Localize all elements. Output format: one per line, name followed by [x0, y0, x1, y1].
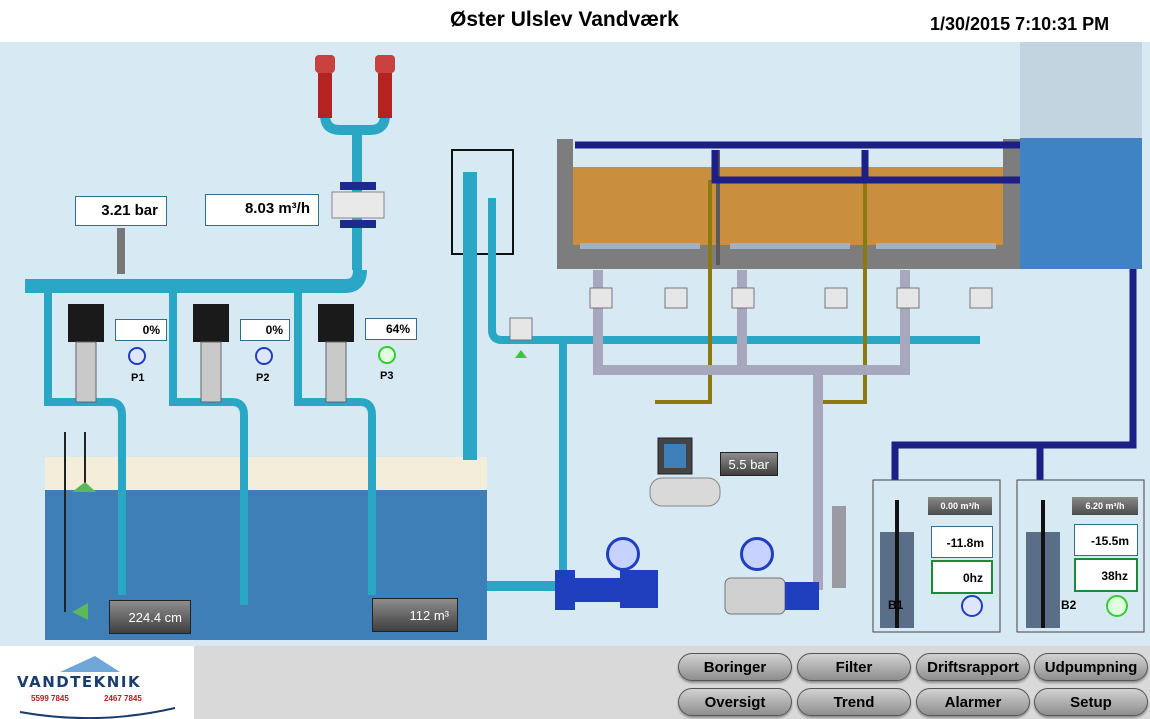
nav-udpumpning-button[interactable]: Udpumpning — [1034, 653, 1148, 681]
b1-flow: 0.00 m³/h — [928, 497, 992, 515]
nav-driftsrapport-button[interactable]: Driftsrapport — [916, 653, 1030, 681]
header-pipe — [25, 269, 367, 293]
outlet-pipes — [315, 55, 395, 270]
nav-oversigt-button[interactable]: Oversigt — [678, 688, 792, 716]
p1-label: P1 — [131, 372, 145, 384]
pump-bodies — [68, 304, 354, 403]
filtrate-collector — [593, 270, 910, 590]
pump-branches — [44, 292, 376, 605]
p3-speed: 64% — [365, 318, 417, 340]
flow-readout: 8.03 m³/h — [205, 194, 319, 226]
pressure-readout: 3.21 bar — [75, 196, 167, 226]
compressor-pressure: 5.5 bar — [720, 452, 778, 476]
b2-flow: 6.20 m³/h — [1072, 497, 1138, 515]
nav-boringer-button[interactable]: Boringer — [678, 653, 792, 681]
p1-status-icon[interactable] — [128, 347, 146, 365]
logo-phone-1: 5599 7845 — [31, 694, 69, 703]
b2-level: -15.5m — [1074, 524, 1138, 556]
process-graphics — [25, 42, 1145, 640]
b2-label: B2 — [1061, 598, 1077, 612]
b2-status-icon[interactable] — [1106, 595, 1128, 617]
p2-label: P2 — [256, 372, 270, 384]
b1-status-icon[interactable] — [961, 595, 983, 617]
tank-volume: 112 m³ — [372, 598, 458, 632]
plant-title: Øster Ulslev Vandværk — [450, 8, 679, 31]
transfer-pumps — [555, 570, 819, 615]
filter-tanks — [557, 139, 1020, 269]
level-switches — [64, 432, 96, 620]
process-diagram: 3.21 bar 8.03 m³/h 0% 0% 64% P1 P2 P3 5.… — [0, 42, 1150, 646]
p3-status-icon[interactable] — [378, 346, 396, 364]
pressure-transmitter — [117, 228, 125, 274]
nav-filter-button[interactable]: Filter — [797, 653, 911, 681]
p3-label: P3 — [380, 370, 394, 382]
logo-graphic — [19, 656, 176, 719]
nav-alarmer-button[interactable]: Alarmer — [916, 688, 1030, 716]
p2-status-icon[interactable] — [255, 347, 273, 365]
compressor — [649, 437, 721, 507]
b2-frequency: 38hz — [1074, 558, 1138, 592]
bottom-bar: VANDTEKNIK 5599 7845 2467 7845 Boringer … — [0, 646, 1150, 719]
flow-meter — [331, 182, 385, 228]
nav-setup-button[interactable]: Setup — [1034, 688, 1148, 716]
p1-speed: 0% — [115, 319, 167, 341]
logo-phone-2: 2467 7845 — [104, 694, 142, 703]
transfer-pump-icon[interactable] — [740, 537, 774, 571]
filter-valves — [509, 287, 993, 358]
b1-level: -11.8m — [931, 526, 993, 558]
p2-speed: 0% — [240, 319, 290, 341]
reservoir-top — [1020, 42, 1142, 138]
tank-air-space — [45, 457, 487, 490]
aeration-column — [451, 149, 980, 591]
logo-text: VANDTEKNIK — [17, 673, 142, 691]
nav-trend-button[interactable]: Trend — [797, 688, 911, 716]
b1-frequency: 0hz — [931, 560, 993, 594]
datetime: 1/30/2015 7:10:31 PM — [930, 14, 1110, 34]
title-bar: Øster Ulslev Vandværk 1/30/2015 7:10:31 … — [0, 0, 1150, 42]
b1-label: B1 — [888, 598, 904, 612]
feed-pump-icon[interactable] — [606, 537, 640, 571]
tank-level: 224.4 cm — [109, 600, 191, 634]
vandteknik-logo: VANDTEKNIK 5599 7845 2467 7845 — [0, 646, 194, 719]
backwash-lines — [655, 180, 867, 404]
